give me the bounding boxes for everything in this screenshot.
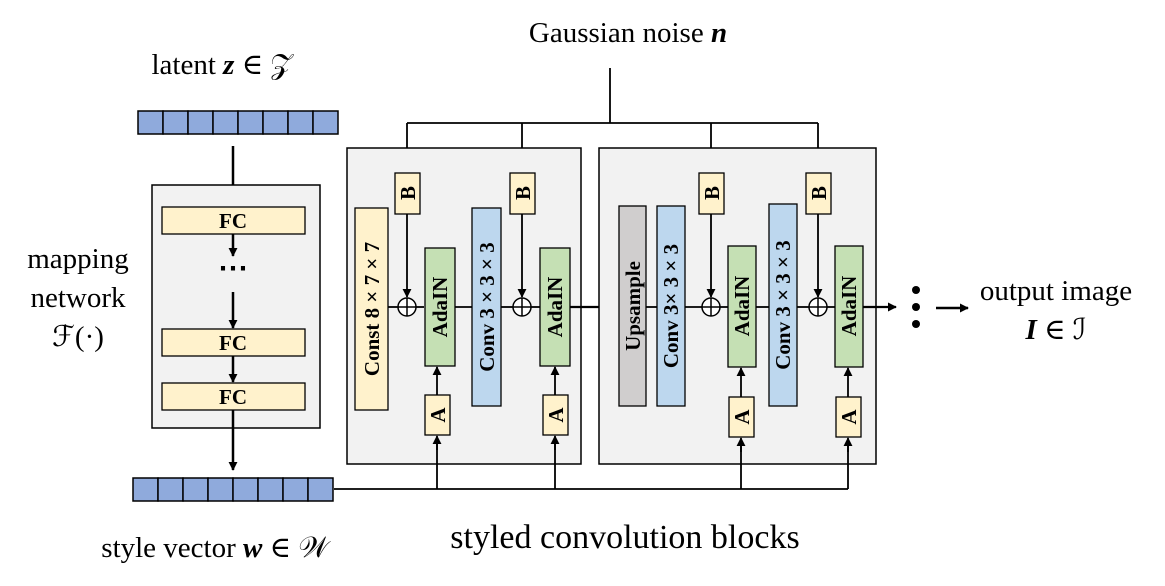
style-vector-cell-5: [232, 477, 259, 502]
add-op-2: [512, 297, 532, 317]
style-a-label-4: A: [837, 409, 861, 425]
noise-label: Gaussian noise n: [529, 17, 727, 49]
add-op-1: [397, 297, 417, 317]
add-op-4: [808, 297, 828, 317]
more-blocks-ellipsis: [912, 286, 920, 328]
latent-vector-cell-8: [312, 110, 339, 135]
fc-layer-2: [161, 328, 306, 357]
latent-label: latent z ∈ 𝒵: [151, 49, 294, 81]
add-op-3: [701, 297, 721, 317]
adain-box-2: [539, 247, 571, 367]
upsample-box: [618, 205, 647, 407]
adain-label-2: AdaIN: [543, 277, 567, 338]
noise-lines: [407, 68, 818, 124]
mapping-label-line2: network: [30, 282, 126, 314]
latent-vector-cell-6: [262, 110, 289, 135]
mapping-dots: ⋯: [218, 252, 248, 285]
noise-b-label-2: B: [511, 186, 535, 200]
style-vector-cell-8: [307, 477, 334, 502]
style-a-box-2: [542, 394, 569, 436]
latent-vector-cell-4: [212, 110, 239, 135]
fc-layer-3: [161, 382, 306, 411]
conv-box-3: [768, 203, 798, 407]
style-vector-cell-4: [207, 477, 234, 502]
adain-label-4: AdaIN: [837, 276, 861, 337]
noise-b-box-3: [698, 172, 725, 215]
noise-b-box-2: [509, 172, 536, 215]
style-label: style vector w ∈ 𝒲: [101, 532, 331, 564]
fc-label-1: FC: [219, 209, 247, 233]
noise-b-label-3: B: [700, 186, 724, 200]
adain-label-3: AdaIN: [730, 276, 754, 337]
style-vector: [132, 477, 334, 502]
conv-box-2: [656, 205, 686, 407]
conv-box-1: [471, 207, 502, 407]
style-a-label-2: A: [544, 407, 568, 423]
style-a-label-3: A: [730, 409, 754, 425]
conv-label-1: Conv 3 × 3 × 3: [475, 242, 499, 372]
latent-vector-cell-7: [287, 110, 314, 135]
style-a-box-4: [835, 396, 862, 438]
const-box: [354, 207, 389, 411]
conv-label-3: Conv 3 × 3 × 3: [771, 240, 795, 370]
noise-b-box-1: [394, 172, 421, 215]
output-label-line2: I ∈ ℐ: [1025, 314, 1087, 346]
adain-label-1: AdaIN: [428, 277, 452, 338]
output-label-line1: output image: [980, 275, 1132, 307]
style-vector-cell-2: [157, 477, 184, 502]
adain-box-4: [834, 245, 864, 368]
const-label: Const 8 × 7 × 7: [360, 242, 384, 376]
fc-layer-1: [161, 206, 306, 235]
style-vector-cell-3: [182, 477, 209, 502]
conv-label-2: Conv 3× 3 × 3: [659, 244, 683, 368]
style-a-box-3: [728, 396, 755, 438]
style-vector-cell-7: [282, 477, 309, 502]
blocks-caption: styled convolution blocks: [450, 519, 799, 556]
latent-vector-cell-5: [237, 110, 264, 135]
latent-vector-cell-2: [162, 110, 189, 135]
mapping-label-line1: mapping: [27, 243, 129, 275]
adain-box-3: [727, 245, 757, 368]
upsample-label: Upsample: [621, 261, 645, 351]
latent-vector-cell-3: [187, 110, 214, 135]
fc-label-2: FC: [219, 331, 247, 355]
latent-vector: [137, 110, 339, 135]
style-vector-cell-1: [132, 477, 159, 502]
style-a-label-1: A: [426, 407, 450, 423]
noise-b-label-1: B: [396, 186, 420, 200]
latent-vector-cell-1: [137, 110, 164, 135]
adain-box-1: [424, 247, 456, 367]
fc-label-3: FC: [219, 385, 247, 409]
style-vector-cell-6: [257, 477, 284, 502]
mapping-label-line3: ℱ(·): [52, 321, 104, 353]
noise-b-label-4: B: [807, 186, 831, 200]
